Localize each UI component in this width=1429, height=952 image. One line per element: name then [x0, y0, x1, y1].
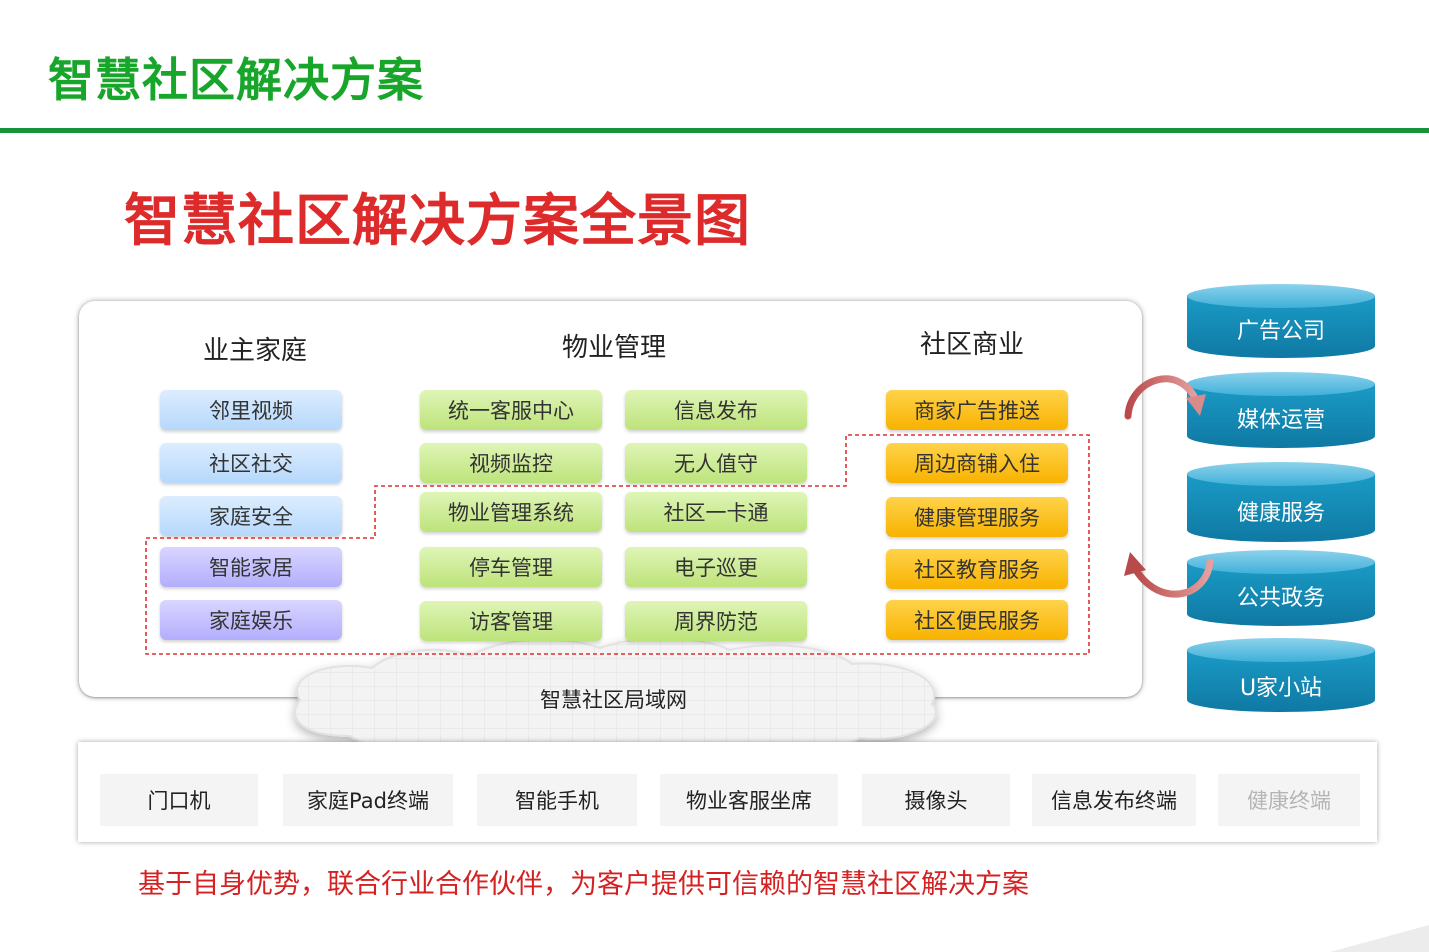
chip-owner-4: 智能家居 [160, 547, 342, 587]
chip-commerce-3: 健康管理服务 [886, 497, 1068, 537]
partner-4: 公共政务 [1236, 586, 1325, 611]
chip-property-r5: 周界防范 [625, 601, 807, 641]
device-health-terminal: 健康终端 [1218, 774, 1360, 826]
diagram-title: 智慧社区解决方案全景图 [124, 189, 751, 254]
chip-property-l5: 访客管理 [420, 601, 602, 641]
partner-3: 健康服务 [1236, 501, 1325, 526]
heading-owner-home: 业主家庭 [203, 336, 308, 366]
partner-5: U家小站 [1239, 676, 1323, 701]
heading-commerce: 社区商业 [920, 330, 1025, 360]
device-smartphone: 智能手机 [477, 774, 637, 826]
chip-property-r4: 电子巡更 [625, 547, 807, 587]
device-info-terminal: 信息发布终端 [1032, 774, 1196, 826]
chip-property-r1: 信息发布 [625, 390, 807, 430]
chip-owner-1: 邻里视频 [160, 390, 342, 430]
device-camera: 摄像头 [862, 774, 1010, 826]
heading-property: 物业管理 [562, 333, 667, 363]
network-label: 智慧社区局域网 [540, 688, 687, 712]
footer-slogan: 基于自身优势，联合行业合作伙伴，为客户提供可信赖的智慧社区解决方案 [138, 869, 1029, 900]
partner-2: 媒体运营 [1236, 408, 1325, 433]
chip-commerce-5: 社区便民服务 [886, 600, 1068, 640]
device-home-pad: 家庭Pad终端 [283, 774, 453, 826]
chip-property-r3: 社区一卡通 [625, 492, 807, 532]
chip-commerce-4: 社区教育服务 [886, 549, 1068, 589]
page-title: 智慧社区解决方案 [48, 53, 424, 107]
chip-commerce-1: 商家广告推送 [886, 390, 1068, 430]
partner-1: 广告公司 [1236, 319, 1325, 344]
chip-commerce-2: 周边商铺入住 [886, 443, 1068, 483]
device-door-unit: 门口机 [100, 774, 258, 826]
chip-property-l3: 物业管理系统 [420, 492, 602, 532]
header-divider [0, 128, 1429, 133]
chip-property-l1: 统一客服中心 [420, 390, 602, 430]
chip-property-r2: 无人值守 [625, 443, 807, 483]
device-service-desk: 物业客服坐席 [660, 774, 838, 826]
chip-owner-2: 社区社交 [160, 443, 342, 483]
chip-property-l2: 视频监控 [420, 443, 602, 483]
chip-property-l4: 停车管理 [420, 547, 602, 587]
chip-owner-5: 家庭娱乐 [160, 600, 342, 640]
chip-owner-3: 家庭安全 [160, 496, 342, 536]
